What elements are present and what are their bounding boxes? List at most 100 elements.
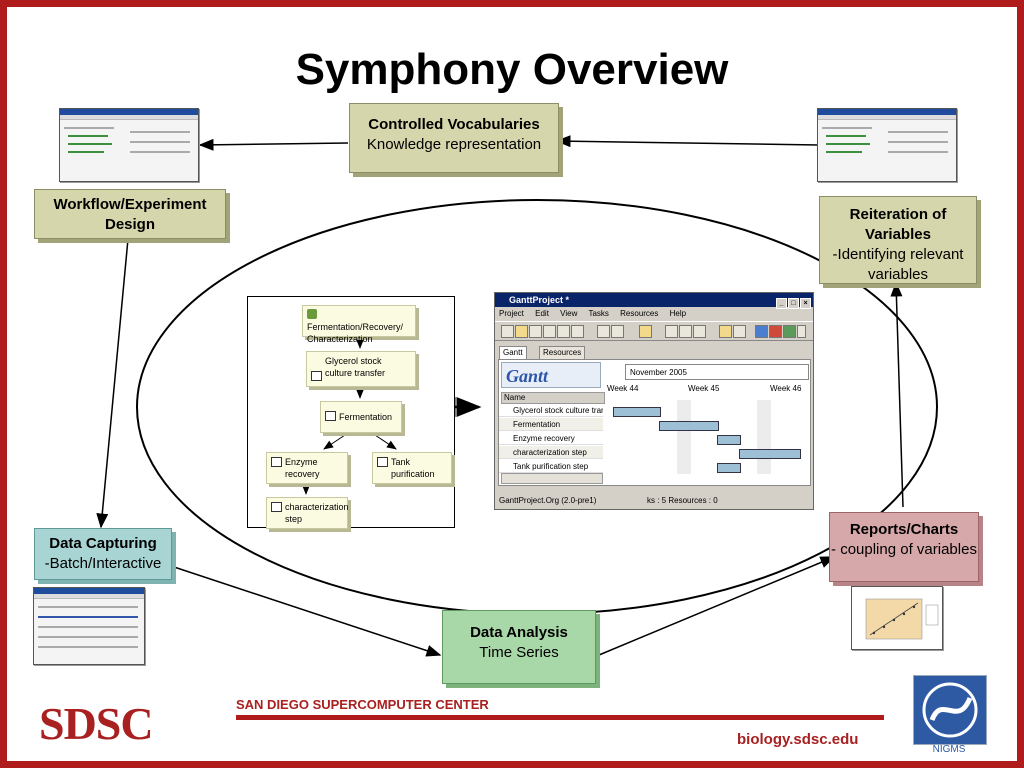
tab-resources[interactable]: Resources: [539, 346, 586, 360]
workflow-design-box: Workflow/Experiment Design: [34, 189, 226, 239]
reiteration-box: Reiteration of Variables -Identifying re…: [819, 196, 977, 284]
reports-text: - coupling of variables: [831, 541, 977, 558]
flow-node-enzyme: Enzyme recovery: [266, 452, 348, 484]
gantt-chart-area: Gantt November 2005 Week 44 Week 45 Week…: [498, 359, 811, 486]
arrow-capture-analysis: [170, 565, 442, 657]
arrow-workflow-capture: [96, 238, 129, 529]
paste-icon[interactable]: [693, 325, 706, 338]
task-row-characterization[interactable]: characterization step: [499, 446, 603, 459]
reports-title: Reports/Charts: [849, 521, 959, 538]
close-icon[interactable]: ×: [800, 298, 811, 309]
flask-icon: [307, 309, 317, 319]
redo-icon[interactable]: [611, 325, 624, 338]
nigms-logo-icon: [913, 675, 987, 745]
unlink-icon[interactable]: [733, 325, 746, 338]
print-icon[interactable]: [543, 325, 556, 338]
menu-help[interactable]: Help: [669, 309, 687, 318]
reports-charts-box: Reports/Charts - coupling of variables: [829, 512, 979, 582]
horizontal-scrollbar[interactable]: [501, 473, 603, 484]
footer-url: biology.sdsc.edu: [737, 731, 859, 748]
capture-title: Data Capturing: [49, 535, 157, 552]
footer-divider: [236, 715, 884, 720]
gantt-toolbar: [495, 321, 813, 341]
arrow-vocab-right: [555, 135, 820, 148]
task-icon: [271, 502, 282, 512]
controlled-vocabularies-box: Controlled Vocabularies Knowledge repres…: [349, 103, 559, 173]
save-icon[interactable]: [529, 325, 542, 338]
flow-node-characterization: Fermentation/Recovery/ Characterization: [302, 305, 416, 344]
flow-node-glycerol: Glycerol stock culture transfer: [306, 351, 416, 387]
undo-icon[interactable]: [597, 325, 610, 338]
week-header-45: Week 45: [688, 384, 720, 393]
reiteration-title: Reiteration of Variables: [849, 206, 947, 243]
weekend-shade: [677, 400, 691, 474]
zoom-icon[interactable]: [783, 325, 796, 338]
task-row-fermentation[interactable]: Fermentation: [499, 418, 603, 431]
vocab-text: Knowledge representation: [366, 136, 542, 153]
task-icon: [271, 457, 282, 467]
preview-icon[interactable]: [557, 325, 570, 338]
menu-view[interactable]: View: [560, 309, 578, 318]
cut-icon[interactable]: [665, 325, 678, 338]
properties-icon[interactable]: [639, 325, 652, 338]
week-header-46: Week 46: [770, 384, 802, 393]
task-icon: [311, 371, 322, 381]
dropdown-icon[interactable]: [797, 325, 806, 338]
vocab-title: Controlled Vocabularies: [368, 116, 540, 133]
analysis-title: Data Analysis: [470, 624, 568, 641]
task-icon: [325, 411, 336, 421]
data-analysis-box: Data Analysis Time Series: [442, 610, 596, 684]
workflow-title: Workflow/Experiment Design: [53, 196, 207, 233]
menu-tasks[interactable]: Tasks: [588, 309, 609, 318]
gantt-bar-tank[interactable]: [717, 463, 741, 473]
status-left: GanttProject.Org (2.0-pre1): [499, 496, 597, 505]
workflow-diagram-panel: Fermentation/Recovery/ Characterization …: [247, 296, 455, 529]
vocab-editor-thumbnail-left: [59, 108, 199, 182]
delete-icon[interactable]: [769, 325, 782, 338]
tab-gantt[interactable]: Gantt: [499, 346, 527, 360]
name-column-header: Name: [501, 392, 605, 404]
menu-project[interactable]: Project: [499, 309, 524, 318]
reiteration-text: -Identifying relevant variables: [832, 246, 964, 283]
task-row-enzyme[interactable]: Enzyme recovery: [499, 432, 603, 445]
chart-thumbnail: [851, 586, 943, 650]
maximize-icon[interactable]: □: [788, 298, 799, 309]
center-name: SAN DIEGO SUPERCOMPUTER CENTER: [236, 697, 489, 712]
menu-edit[interactable]: Edit: [535, 309, 549, 318]
gantt-bar-fermentation[interactable]: [659, 421, 719, 431]
minimize-icon[interactable]: _: [776, 298, 787, 309]
data-capture-thumbnail: [33, 587, 145, 665]
sdsc-logo: SDSC: [39, 698, 154, 749]
task-row-tank[interactable]: Tank purification step: [499, 460, 603, 473]
slide-title: Symphony Overview: [295, 45, 729, 94]
arrow-reports-reiteration: [890, 281, 904, 508]
gantt-status-bar: GanttProject.Org (2.0-pre1) ks : 5 Resou…: [495, 493, 813, 509]
flow-node-fermentation: Fermentation: [320, 401, 402, 433]
data-capturing-box: Data Capturing -Batch/Interactive: [34, 528, 172, 580]
capture-text: -Batch/Interactive: [44, 555, 162, 572]
gantt-bar-characterization[interactable]: [739, 449, 801, 459]
link-icon[interactable]: [719, 325, 732, 338]
menu-resources[interactable]: Resources: [620, 309, 659, 318]
task-row-glycerol[interactable]: Glycerol stock culture transfer: [499, 404, 603, 417]
export-icon[interactable]: [571, 325, 584, 338]
arrow-right-icon[interactable]: [755, 325, 768, 338]
gantt-menu-bar: Project Edit View Tasks Resources Help: [495, 307, 813, 321]
vocab-editor-thumbnail-right: [817, 108, 957, 182]
arrow-analysis-reports: [598, 556, 836, 656]
status-right: ks : 5 Resources : 0: [647, 496, 718, 505]
analysis-text: Time Series: [479, 644, 559, 661]
month-header: November 2005: [625, 364, 809, 380]
gantt-logo: Gantt: [501, 362, 601, 388]
open-icon[interactable]: [515, 325, 528, 338]
task-icon: [377, 457, 388, 467]
week-header-44: Week 44: [607, 384, 639, 393]
gantt-title-bar: GanttProject * _□×: [495, 293, 813, 309]
new-icon[interactable]: [501, 325, 514, 338]
copy-icon[interactable]: [679, 325, 692, 338]
gantt-bar-enzyme[interactable]: [717, 435, 741, 445]
gantt-project-window: GanttProject * _□× Project Edit View Tas…: [494, 292, 814, 510]
weekend-shade: [757, 400, 771, 474]
gantt-bar-glycerol[interactable]: [613, 407, 661, 417]
flow-node-tank: Tank purification: [372, 452, 452, 484]
